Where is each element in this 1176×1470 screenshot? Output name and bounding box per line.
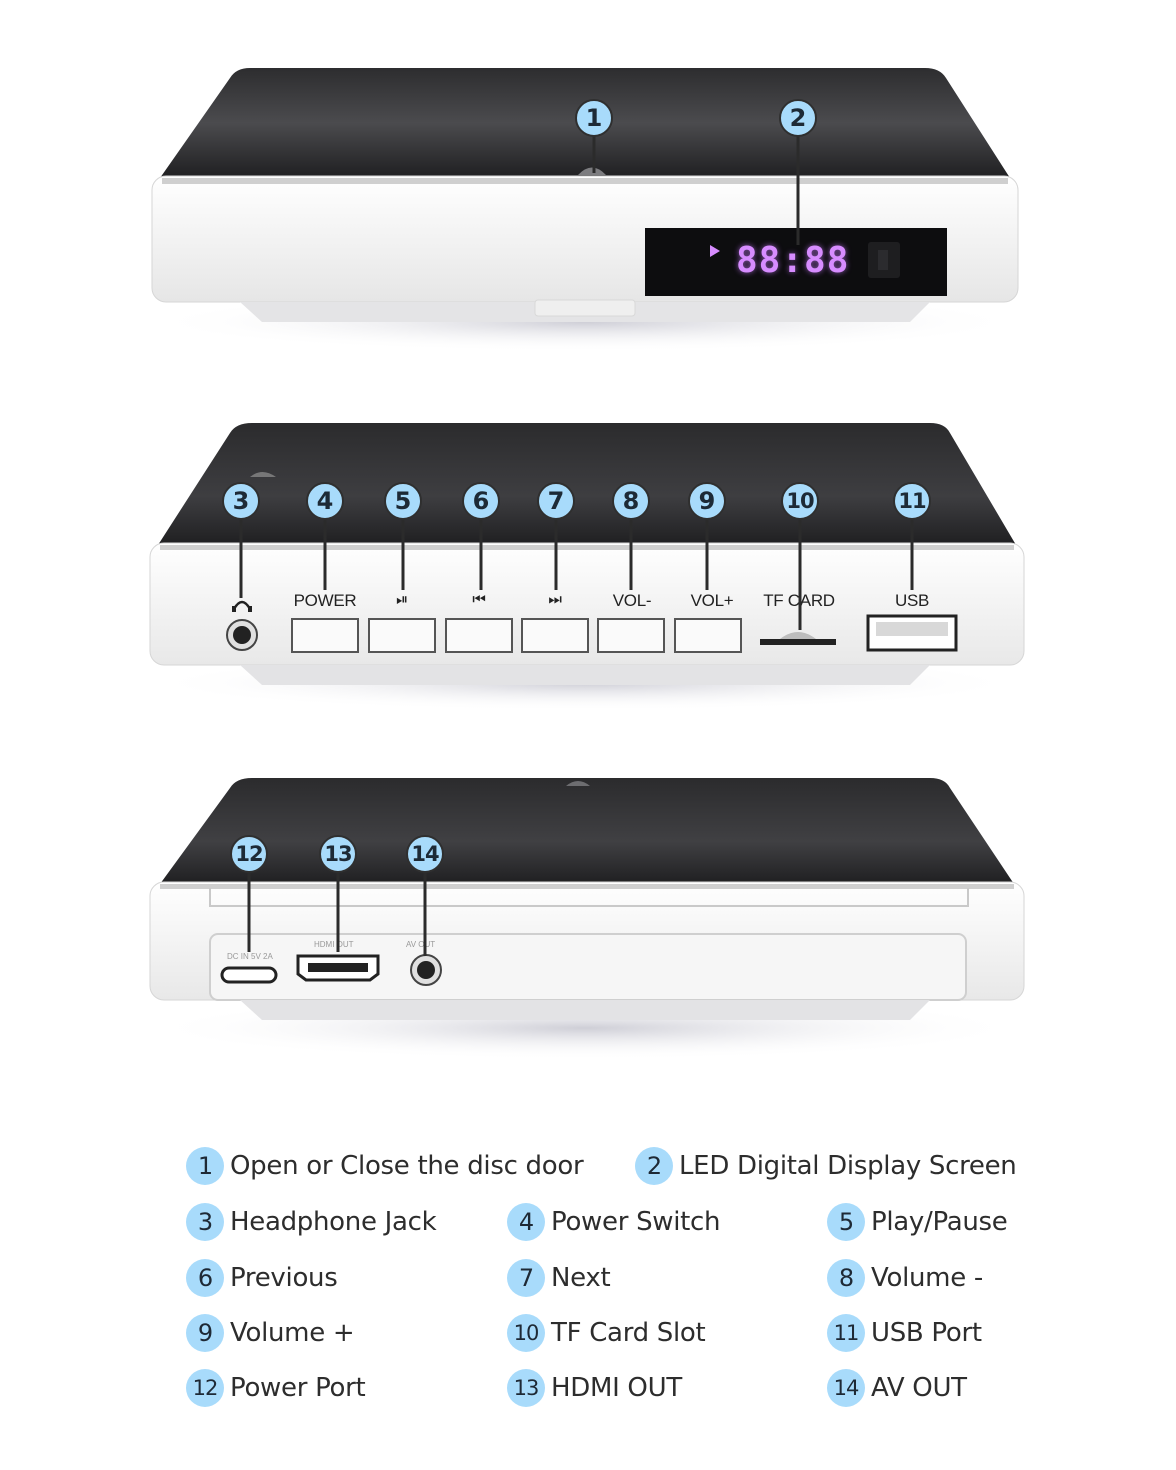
legend-number: 7 xyxy=(507,1259,545,1297)
legend-label: USB Port xyxy=(871,1318,982,1348)
callout-badge-5: 5 xyxy=(384,482,422,520)
legend-label: AV OUT xyxy=(871,1373,967,1403)
legend-label: Power Port xyxy=(230,1373,366,1403)
legend-number: 2 xyxy=(635,1147,673,1185)
legend-number: 5 xyxy=(827,1203,865,1241)
callout-badge-9: 9 xyxy=(688,482,726,520)
legend-label: TF Card Slot xyxy=(551,1318,706,1348)
legend-item-2: 2 LED Digital Display Screen xyxy=(635,1146,1017,1186)
legend-item-11: 11 USB Port xyxy=(827,1313,982,1353)
legend-item-5: 5 Play/Pause xyxy=(827,1202,1008,1242)
legend-item-7: 7 Next xyxy=(507,1258,611,1298)
label-play-pause-icon: ⏯ xyxy=(396,591,408,608)
legend-number: 1 xyxy=(186,1147,224,1185)
callout-badge-3: 3 xyxy=(222,482,260,520)
legend-label: Volume + xyxy=(230,1318,355,1348)
legend-number: 12 xyxy=(186,1369,224,1407)
leader-line-13 xyxy=(336,870,340,952)
label-vol-minus: VOL- xyxy=(612,591,652,610)
legend-item-8: 8 Volume - xyxy=(827,1258,983,1298)
led-display-digits: 88:88 xyxy=(736,240,850,281)
label-previous-icon: ⏮ xyxy=(472,591,486,608)
legend-item-10: 10 TF Card Slot xyxy=(507,1313,706,1353)
legend-item-12: 12 Power Port xyxy=(186,1368,366,1408)
device-front-view: POWER ⏯ ⏮ ⏭ VOL- VOL+ TF CARD USB xyxy=(0,415,1176,715)
legend-number: 8 xyxy=(827,1259,865,1297)
leader-line-2 xyxy=(796,135,800,245)
legend-item-3: 3 Headphone Jack xyxy=(186,1202,437,1242)
device-back-illustration xyxy=(145,778,1025,1060)
label-dc-in: DC IN 5V 2A xyxy=(227,952,273,961)
legend-item-4: 4 Power Switch xyxy=(507,1202,721,1242)
legend-label: HDMI OUT xyxy=(551,1373,682,1403)
leader-line-5 xyxy=(401,518,405,590)
callout-badge-14: 14 xyxy=(406,835,444,873)
legend-label: LED Digital Display Screen xyxy=(679,1151,1017,1181)
legend-item-13: 13 HDMI OUT xyxy=(507,1368,682,1408)
leader-line-9 xyxy=(705,518,709,590)
leader-line-10 xyxy=(798,518,802,630)
legend-label: Volume - xyxy=(871,1263,983,1293)
legend-label: Play/Pause xyxy=(871,1207,1008,1237)
callout-badge-13: 13 xyxy=(319,835,357,873)
callout-badge-10: 10 xyxy=(781,482,819,520)
callout-badge-7: 7 xyxy=(537,482,575,520)
leader-line-4 xyxy=(323,518,327,590)
leader-line-14 xyxy=(423,870,427,956)
label-vol-plus: VOL+ xyxy=(690,591,734,610)
legend-number: 3 xyxy=(186,1203,224,1241)
legend-number: 10 xyxy=(507,1314,545,1352)
leader-line-1 xyxy=(592,135,596,173)
leader-line-3 xyxy=(239,518,243,598)
legend-number: 6 xyxy=(186,1259,224,1297)
device-front-illustration xyxy=(145,423,1025,711)
legend-label: Power Switch xyxy=(551,1207,721,1237)
legend-item-1: 1 Open or Close the disc door xyxy=(186,1146,584,1186)
callout-badge-6: 6 xyxy=(462,482,500,520)
legend-item-14: 14 AV OUT xyxy=(827,1368,967,1408)
leader-line-12 xyxy=(247,870,251,952)
legend-item-6: 6 Previous xyxy=(186,1258,338,1298)
legend-number: 4 xyxy=(507,1203,545,1241)
callout-badge-12: 12 xyxy=(230,835,268,873)
callout-badge-4: 4 xyxy=(306,482,344,520)
callout-badge-11: 11 xyxy=(893,482,931,520)
leader-line-8 xyxy=(629,518,633,590)
legend-number: 11 xyxy=(827,1314,865,1352)
callout-badge-2: 2 xyxy=(779,99,817,137)
legend-label: Previous xyxy=(230,1263,338,1293)
callout-badge-8: 8 xyxy=(612,482,650,520)
legend-item-9: 9 Volume + xyxy=(186,1313,355,1353)
callout-badge-1: 1 xyxy=(575,99,613,137)
device-back-view: DC IN 5V 2A HDMI OUT AV OUT xyxy=(0,770,1176,1080)
leader-line-11 xyxy=(910,518,914,590)
leader-line-7 xyxy=(554,518,558,590)
legend-number: 13 xyxy=(507,1369,545,1407)
label-usb: USB xyxy=(894,591,930,610)
legend-label: Next xyxy=(551,1263,611,1293)
legend-label: Open or Close the disc door xyxy=(230,1151,584,1181)
label-next-icon: ⏭ xyxy=(548,591,562,608)
leader-line-6 xyxy=(479,518,483,590)
label-hdmi-out: HDMI OUT xyxy=(314,940,354,949)
label-av-out: AV OUT xyxy=(406,940,436,949)
label-power: POWER xyxy=(293,591,357,610)
legend-label: Headphone Jack xyxy=(230,1207,437,1237)
legend-number: 14 xyxy=(827,1369,865,1407)
legend-number: 9 xyxy=(186,1314,224,1352)
